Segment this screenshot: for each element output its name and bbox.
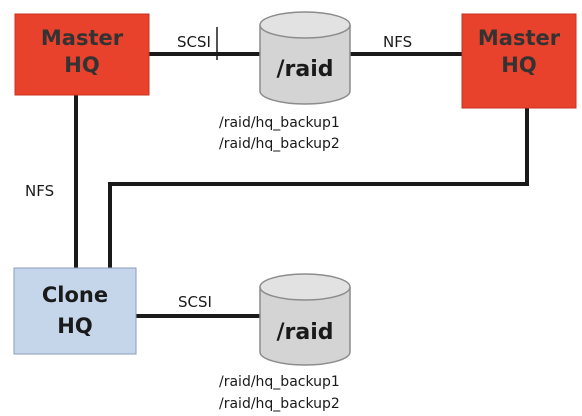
- master-hq-right-title: Master: [478, 26, 561, 50]
- master-hq-left-box: Master HQ: [14, 13, 150, 96]
- raid-top-path-1: /raid/hq_backup1: [219, 115, 340, 131]
- raid-bottom-label: /raid: [276, 320, 333, 345]
- nfs-label-top: NFS: [383, 33, 412, 51]
- master-hq-left-title: Master: [41, 26, 124, 50]
- master-hq-right-box: Master HQ: [461, 13, 577, 109]
- nfs-label-vertical: NFS: [25, 182, 54, 200]
- raid-bottom-path-2: /raid/hq_backup2: [219, 396, 340, 412]
- raid-bottom-path-1: /raid/hq_backup1: [219, 374, 340, 390]
- raid-top-label: /raid: [276, 57, 333, 82]
- scsi-label-bottom: SCSI: [178, 293, 212, 311]
- clone-hq-box: Clone HQ: [13, 267, 137, 355]
- master-hq-right-subtitle: HQ: [501, 53, 536, 77]
- link-master-right-to-clone: [108, 108, 529, 268]
- clone-hq-subtitle: HQ: [57, 314, 92, 338]
- raid-top-path-2: /raid/hq_backup2: [219, 136, 340, 152]
- clone-hq-title: Clone: [42, 283, 108, 307]
- scsi-label-top: SCSI: [177, 33, 211, 51]
- raid-disk-top: /raid: [259, 11, 351, 105]
- raid-disk-bottom: /raid: [259, 273, 351, 366]
- master-hq-left-subtitle: HQ: [64, 53, 99, 77]
